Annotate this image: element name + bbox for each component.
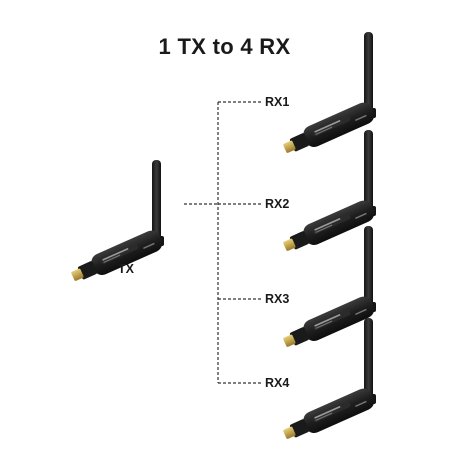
tx-label: TX (118, 262, 134, 276)
rx3-label: RX3 (265, 292, 290, 306)
rx2-label: RX2 (265, 197, 290, 211)
rx1-device (280, 32, 378, 159)
connection-lines (184, 101, 262, 384)
diagram-title: 1 TX to 4 RX (158, 34, 291, 59)
rx1-label: RX1 (265, 95, 290, 109)
rx4-label: RX4 (265, 376, 290, 390)
tx-device (68, 160, 166, 287)
